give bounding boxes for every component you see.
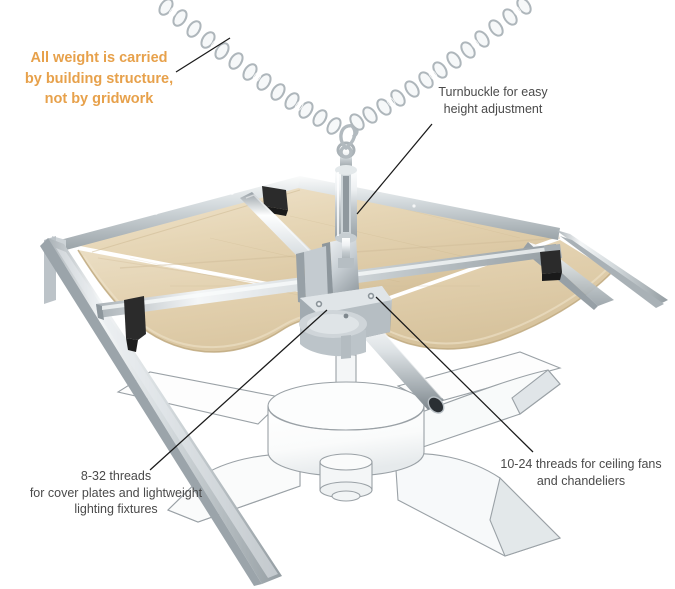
ceiling-fan-outline <box>116 351 562 557</box>
callout-weight-warning: All weight is carried by building struct… <box>24 50 174 108</box>
s-hook <box>339 124 359 159</box>
callout-turnbuckle: Turnbuckle for easy height adjustment <box>438 85 548 116</box>
callout-threads-10-24: 10-24 threads for ceiling fans and chand… <box>500 457 662 488</box>
turnbuckle <box>335 141 357 268</box>
support-chain-right <box>349 0 532 131</box>
leader-line-turnbuckle <box>356 123 433 215</box>
grid-clips <box>124 186 562 352</box>
leader-line-weight <box>175 37 231 73</box>
leader-line-10-24 <box>375 296 534 453</box>
hanger-bracket-box <box>296 236 392 359</box>
ceiling-grid <box>40 176 668 586</box>
leader-lines <box>149 37 534 471</box>
support-chain-left <box>158 0 342 135</box>
callout-threads-8-32: 8-32 threads for cover plates and lightw… <box>29 469 203 517</box>
leader-line-8-32 <box>149 309 328 471</box>
